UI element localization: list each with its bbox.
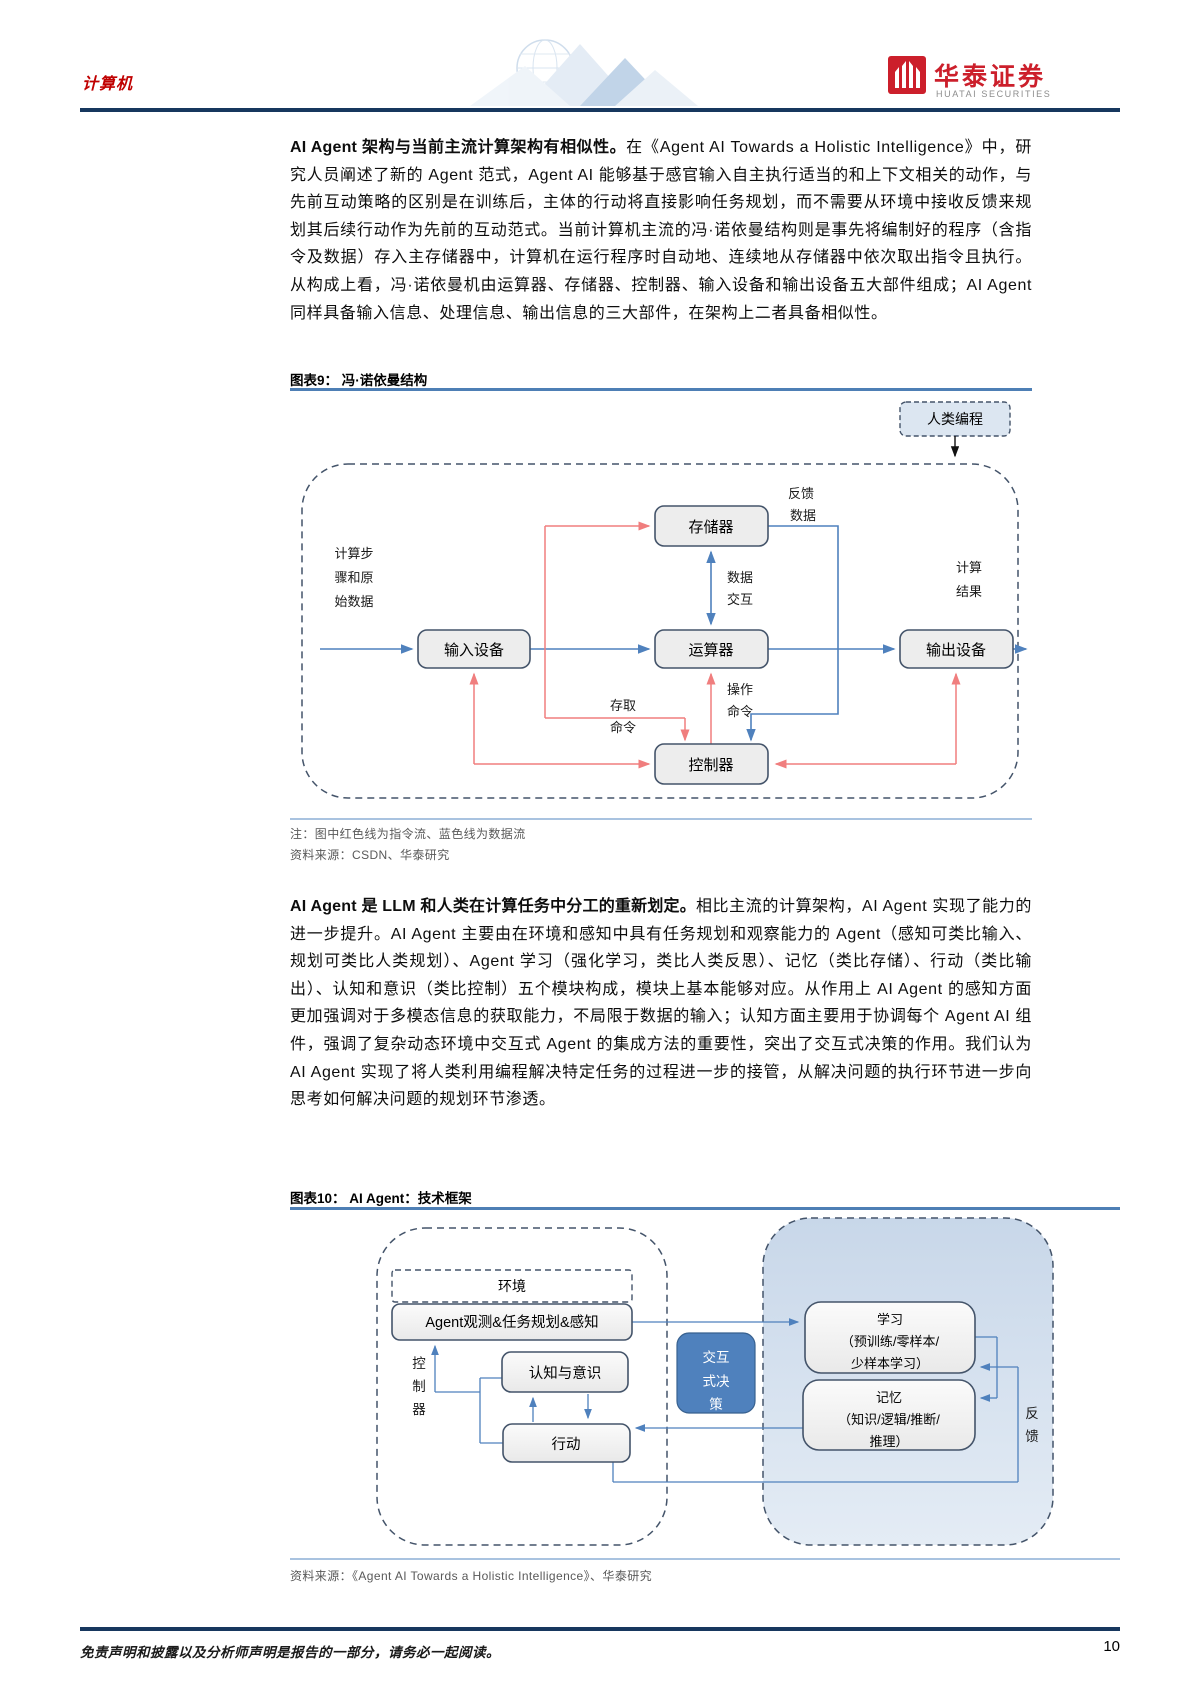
fig9-human-programming-box: 人类编程 xyxy=(899,401,1011,458)
fig10-cognition-box: 认知与意识 xyxy=(501,1351,629,1393)
report-section-label: 计算机 xyxy=(82,76,134,93)
fig9-op-command-label-1: 操作 xyxy=(727,682,753,697)
huatai-logo-icon xyxy=(888,56,926,94)
figure10-title-rule xyxy=(290,1207,1120,1210)
fig9-access-command-label-1: 存取 xyxy=(610,698,636,713)
fig9-output-caption-1: 计算 xyxy=(956,560,982,575)
fig9-access-command-label-2: 命令 xyxy=(610,720,636,735)
fig9-feedback-data-label-1: 反馈 xyxy=(788,486,814,501)
fig9-data-interaction-label-2: 交互 xyxy=(727,592,753,607)
figure9-note: 注：图中红色线为指令流、蓝色线为数据流 xyxy=(290,827,526,841)
fig9-alu-box: 运算器 xyxy=(654,629,769,669)
fig10-interactive-decision-box: 交互 式决 策 xyxy=(676,1332,756,1414)
paragraph-1-body: 在《Agent AI Towards a Holistic Intelligen… xyxy=(290,139,1032,322)
fig9-op-command-label-2: 命令 xyxy=(727,704,753,719)
fig10-environment-label: 环境 xyxy=(498,1278,526,1294)
svg-text:式决: 式决 xyxy=(703,1374,731,1389)
fig9-memory-box: 存储器 xyxy=(654,505,769,547)
footer-disclaimer: 免责声明和披露以及分析师声明是报告的一部分，请务必一起阅读。 xyxy=(80,1645,500,1660)
fig10-learning-box: 学习 （预训练/零样本/ 少样本学习） xyxy=(804,1301,976,1374)
fig10-action-label: 行动 xyxy=(552,1436,581,1453)
figure10-ai-agent-framework-diagram: 环境 Agent观测&任务规划&感知 控 制 器 认知与意识 行动 交互 xyxy=(376,1217,1054,1546)
fig9-data-flow-lines xyxy=(320,525,1028,742)
fig10-environment-box: 环境 xyxy=(391,1269,633,1303)
fig10-action-box: 行动 xyxy=(502,1423,631,1463)
paragraph-1-lead: AI Agent 架构与当前主流计算架构有相似性。 xyxy=(290,139,627,156)
svg-text:记忆: 记忆 xyxy=(876,1390,902,1405)
fig10-feedback-label: 反 馈 xyxy=(1025,1406,1039,1444)
fig10-observe-box: Agent观测&任务规划&感知 xyxy=(391,1303,633,1341)
brand-subtitle: HUATAI SECURITIES xyxy=(936,89,1052,99)
figure9-title: 图表9： 冯·诺依曼结构 xyxy=(290,373,428,388)
fig10-cognition-label: 认知与意识 xyxy=(529,1364,602,1382)
brand-name: 华泰证券 xyxy=(934,63,1047,91)
header-watermark xyxy=(470,39,698,106)
footer-rule xyxy=(80,1627,1120,1631)
paragraph-2-body: 相比主流的计算架构，AI Agent 实现了能力的进一步提升。AI Agent … xyxy=(290,898,1032,1109)
fig9-data-interaction-label-1: 数据 xyxy=(727,570,753,585)
figure9-bottom-rule xyxy=(290,818,1032,820)
svg-text:策: 策 xyxy=(709,1396,723,1412)
figure10-title: 图表10： AI Agent：技术框架 xyxy=(290,1191,472,1206)
svg-text:少样本学习）: 少样本学习） xyxy=(851,1356,929,1371)
svg-text:（知识/逻辑/推断/: （知识/逻辑/推断/ xyxy=(838,1412,940,1427)
svg-text:（预训练/零样本/: （预训练/零样本/ xyxy=(841,1334,940,1349)
fig9-controller-box: 控制器 xyxy=(654,743,769,785)
fig9-output-caption-2: 结果 xyxy=(956,584,982,599)
svg-text:控: 控 xyxy=(412,1356,426,1371)
fig10-connector-lines xyxy=(431,1318,1019,1483)
svg-text:学习: 学习 xyxy=(877,1312,903,1327)
figure9-source: 资料来源：CSDN、华泰研究 xyxy=(290,848,450,862)
header-rule xyxy=(80,108,1120,112)
svg-text:器: 器 xyxy=(412,1402,426,1417)
fig9-output-device-label: 输出设备 xyxy=(926,642,986,659)
fig9-memory-label: 存储器 xyxy=(688,519,733,536)
fig9-controller-label: 控制器 xyxy=(688,757,733,774)
svg-text:馈: 馈 xyxy=(1025,1429,1039,1444)
fig9-input-caption-3: 始数据 xyxy=(334,594,373,609)
fig9-alu-label: 运算器 xyxy=(688,641,733,659)
figure10-source: 资料来源：《Agent AI Towards a Holistic Intell… xyxy=(290,1569,653,1583)
paragraph-2-lead: AI Agent 是 LLM 和人类在计算任务中分工的重新划定。 xyxy=(290,898,696,915)
fig10-observe-label: Agent观测&任务规划&感知 xyxy=(425,1314,598,1331)
fig10-controller-label: 控 制 器 xyxy=(412,1356,426,1417)
figure10-bottom-rule xyxy=(290,1558,1120,1560)
fig9-output-device-box: 输出设备 xyxy=(899,629,1014,669)
svg-text:反: 反 xyxy=(1025,1406,1039,1421)
figure9-von-neumann-diagram: 人类编程 存储器 xyxy=(301,401,1028,799)
paragraph-2: AI Agent 是 LLM 和人类在计算任务中分工的重新划定。相比主流的计算架… xyxy=(290,893,1032,1114)
fig9-feedback-data-label-2: 数据 xyxy=(790,508,816,523)
fig9-input-caption-1: 计算步 xyxy=(334,546,373,561)
fig9-input-caption-2: 骤和原 xyxy=(334,570,373,585)
paragraph-1: AI Agent 架构与当前主流计算架构有相似性。在《Agent AI Towa… xyxy=(290,134,1032,327)
svg-text:推理）: 推理） xyxy=(869,1434,908,1449)
fig9-input-device-box: 输入设备 xyxy=(417,629,531,669)
fig10-memory-box: 记忆 （知识/逻辑/推断/ 推理） xyxy=(802,1379,976,1451)
fig9-human-programming-label: 人类编程 xyxy=(927,411,983,427)
fig9-instruction-flow-lines xyxy=(469,521,961,769)
svg-text:制: 制 xyxy=(412,1379,426,1394)
page-number: 10 xyxy=(1103,1638,1120,1655)
svg-text:交互: 交互 xyxy=(703,1349,730,1365)
figure9-title-rule xyxy=(290,388,1032,391)
fig9-input-device-label: 输入设备 xyxy=(444,642,504,659)
